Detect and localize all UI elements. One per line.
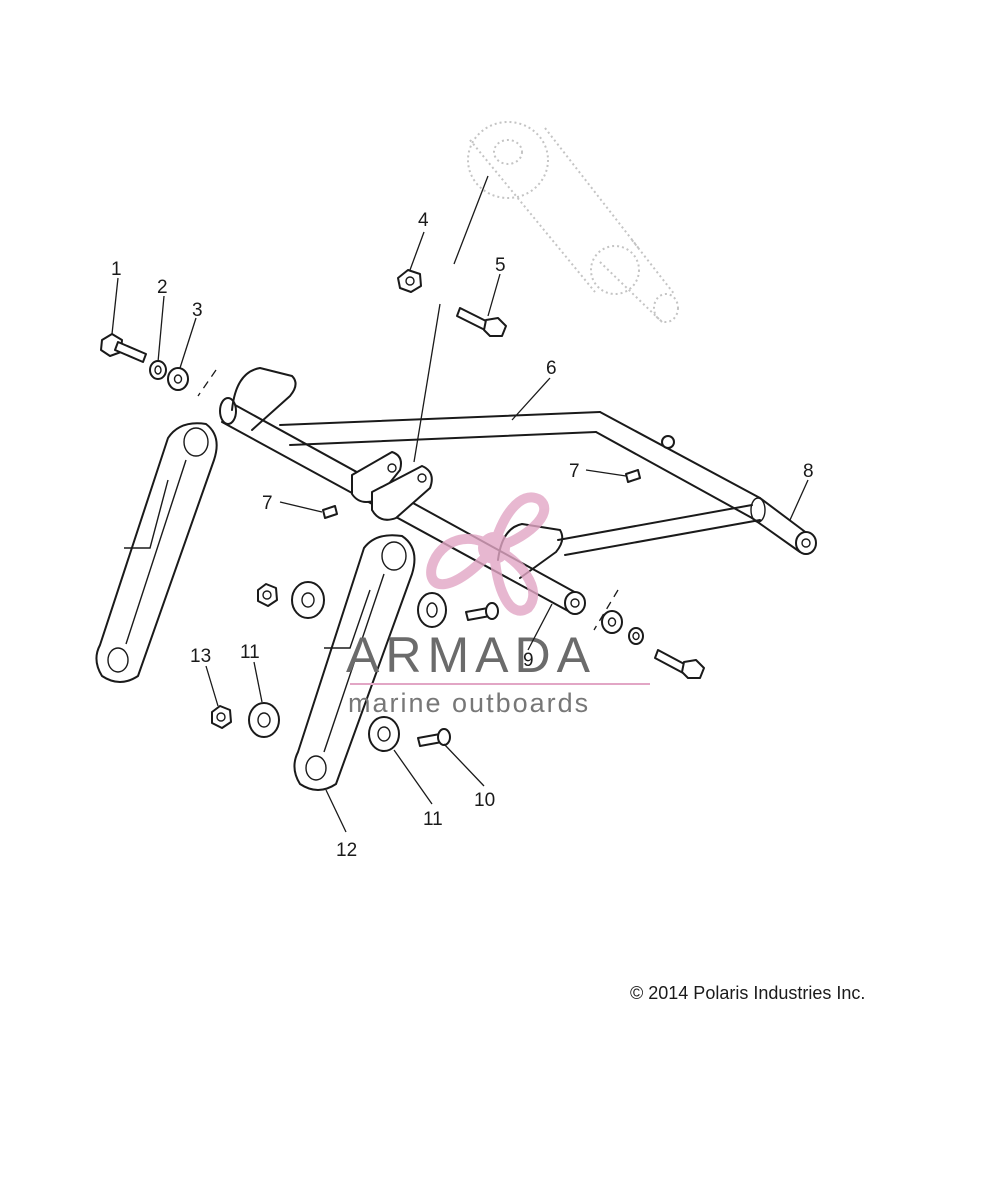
assembly-guide-lines — [197, 175, 619, 631]
link-arm-left — [95, 422, 218, 683]
link-arm-part-12 — [293, 534, 416, 791]
pin-part-10a — [465, 602, 499, 621]
propeller-hub — [478, 532, 510, 564]
callout-1: 1 — [111, 259, 122, 280]
callout-5: 5 — [495, 255, 506, 276]
callout-10: 10 — [474, 790, 495, 811]
flange-nut-part-13a — [257, 583, 278, 607]
copyright-notice: © 2014 Polaris Industries Inc. — [630, 983, 866, 1003]
grease-fitting-part-7a — [625, 469, 641, 483]
callout-11a: 11 — [240, 642, 260, 663]
callout-6: 6 — [546, 358, 557, 379]
callout-12: 12 — [336, 840, 357, 861]
propeller-blade — [488, 540, 539, 616]
grease-fitting-part-7b — [322, 505, 338, 519]
callout-9: 9 — [523, 650, 534, 671]
callout-8: 8 — [803, 461, 814, 482]
watermark-brand: ARMADA — [346, 627, 596, 683]
bushing-part-11c — [417, 592, 447, 628]
propeller-logo — [426, 492, 550, 616]
bushing-part-11b — [248, 702, 280, 738]
callout-labels: 1 2 3 4 5 6 7 7 8 9 10 11 11 12 13 — [111, 210, 814, 861]
washer-part-3 — [167, 367, 189, 391]
propeller-blade — [426, 534, 502, 590]
callout-13: 13 — [190, 646, 211, 667]
nut-part-4 — [397, 269, 422, 293]
watermark-divider — [350, 683, 650, 685]
watermark-tagline: marine outboards — [348, 688, 590, 718]
callout-11b: 11 — [423, 809, 443, 830]
pin-part-10b — [417, 728, 451, 747]
bolt-part-right — [654, 649, 705, 679]
callout-2: 2 — [157, 277, 168, 298]
propeller-blade — [487, 492, 550, 555]
washer-part-right — [601, 610, 623, 634]
shock-absorber-ghost — [467, 121, 679, 323]
lock-washer-part-right — [628, 627, 644, 645]
callout-7b: 7 — [262, 493, 273, 514]
bushing-part-11d — [368, 716, 400, 752]
bushing-part-11a — [291, 581, 325, 619]
bolt-part-1 — [100, 333, 147, 363]
lock-washer-part-2 — [149, 360, 167, 380]
armada-watermark: ARMADA marine outboards — [346, 492, 650, 718]
rear-arm-frame-part-6 — [219, 367, 817, 615]
flange-nut-part-13b — [211, 705, 232, 729]
callout-leaders — [111, 231, 809, 833]
callout-7a: 7 — [569, 461, 580, 482]
callout-4: 4 — [418, 210, 429, 231]
callout-3: 3 — [192, 300, 203, 321]
bolt-part-5 — [456, 307, 507, 337]
